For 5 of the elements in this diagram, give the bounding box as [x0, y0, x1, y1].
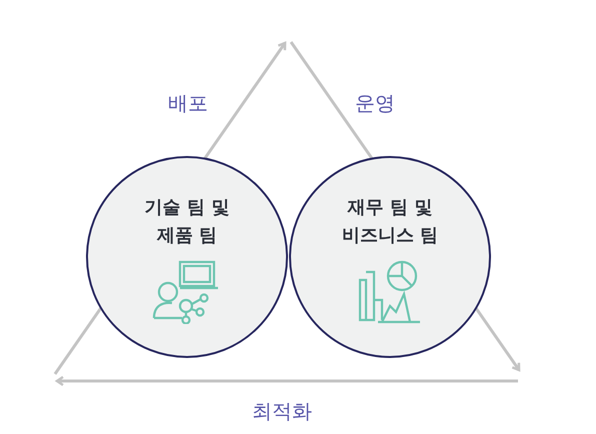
team-name: 재무 팀 및 비즈니스 팀 — [340, 196, 440, 248]
stage-label: 배포 — [168, 90, 208, 117]
stage-label: 최적화 — [252, 398, 312, 425]
team-name: 기술 팀 및 제품 팀 — [144, 196, 230, 248]
stage-label: 운영 — [355, 90, 395, 117]
